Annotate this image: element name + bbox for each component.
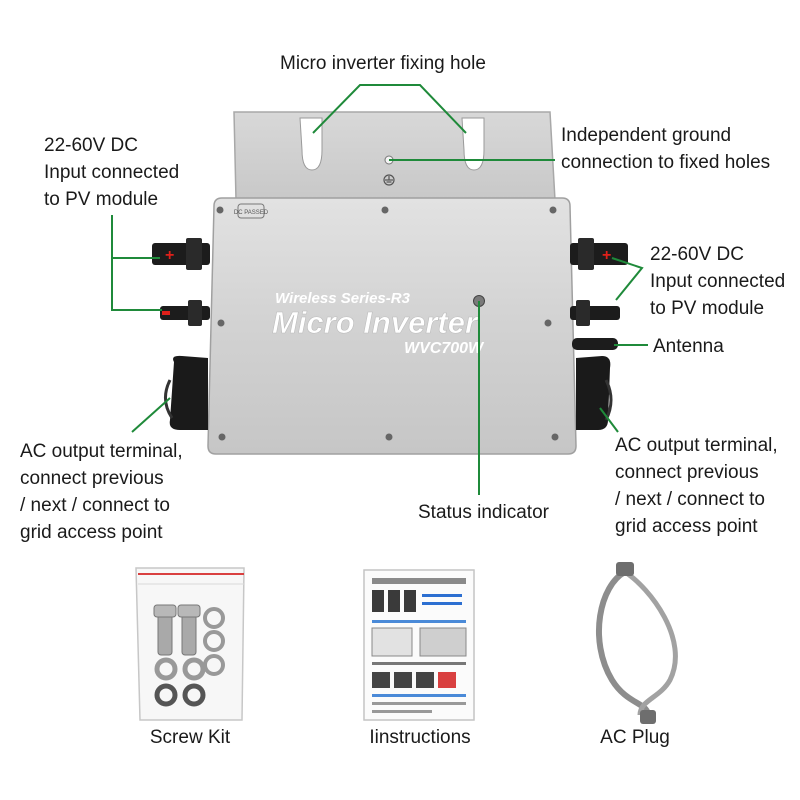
- leader-lines: [111, 84, 648, 495]
- ac-terminal-left: [164, 355, 208, 430]
- callout-dc-input-right: 22-60V DC Input connected to PV module: [650, 244, 786, 319]
- dc-connector-left-bottom: [160, 300, 210, 326]
- dc-passed-badge: [237, 203, 265, 219]
- dc-connector-right-bottom: [570, 300, 620, 326]
- caption-instructions: Iinstructions: [369, 727, 471, 748]
- model-name: WVC700W: [404, 340, 485, 357]
- ground-symbol-icon: [383, 174, 395, 186]
- callout-fixing-hole: Micro inverter fixing hole: [280, 53, 486, 74]
- leader-dc-left: [111, 215, 162, 311]
- caption-screw-kit: Screw Kit: [149, 727, 231, 748]
- dc-connector-left-top: +: [152, 238, 210, 270]
- instructions-image: [363, 569, 475, 721]
- caption-ac-plug: AC Plug: [600, 727, 670, 748]
- callout-status-indicator: Status indicator: [418, 502, 549, 523]
- callout-dc-input-left: 22-60V DC Input connected to PV module: [44, 135, 180, 210]
- dc-connector-right-top: +: [570, 238, 628, 270]
- leader-fixing-hole: [312, 84, 467, 134]
- fixing-slot-left: [299, 117, 323, 171]
- leader-ac-right: [599, 407, 619, 433]
- inverter-body: DC PASSED Wireless Series-R3 Micro Inver…: [207, 197, 577, 455]
- mounting-bracket: [233, 111, 556, 201]
- leader-dc-right: [611, 257, 644, 301]
- callout-ground: Independent ground connection to fixed h…: [561, 125, 771, 173]
- callout-ac-output-left: AC output terminal, connect previous / n…: [20, 441, 183, 543]
- dc-passed-badge-text: DC PASSED: [234, 210, 269, 216]
- antenna: [572, 338, 618, 350]
- fixing-slot-right: [461, 117, 485, 171]
- plus-icon: +: [165, 247, 174, 264]
- ac-plug-image: [596, 562, 678, 724]
- callout-ac-output-right: AC output terminal, connect previous / n…: [615, 435, 778, 537]
- callout-antenna: Antenna: [653, 336, 724, 357]
- leader-ac-left: [131, 397, 171, 433]
- screw-kit-image: [135, 567, 245, 721]
- ac-terminal-right: [576, 356, 613, 430]
- series-text: Wireless Series-R3: [275, 290, 411, 307]
- plus-icon: +: [602, 247, 611, 264]
- product-name: Micro Inverter: [272, 305, 479, 340]
